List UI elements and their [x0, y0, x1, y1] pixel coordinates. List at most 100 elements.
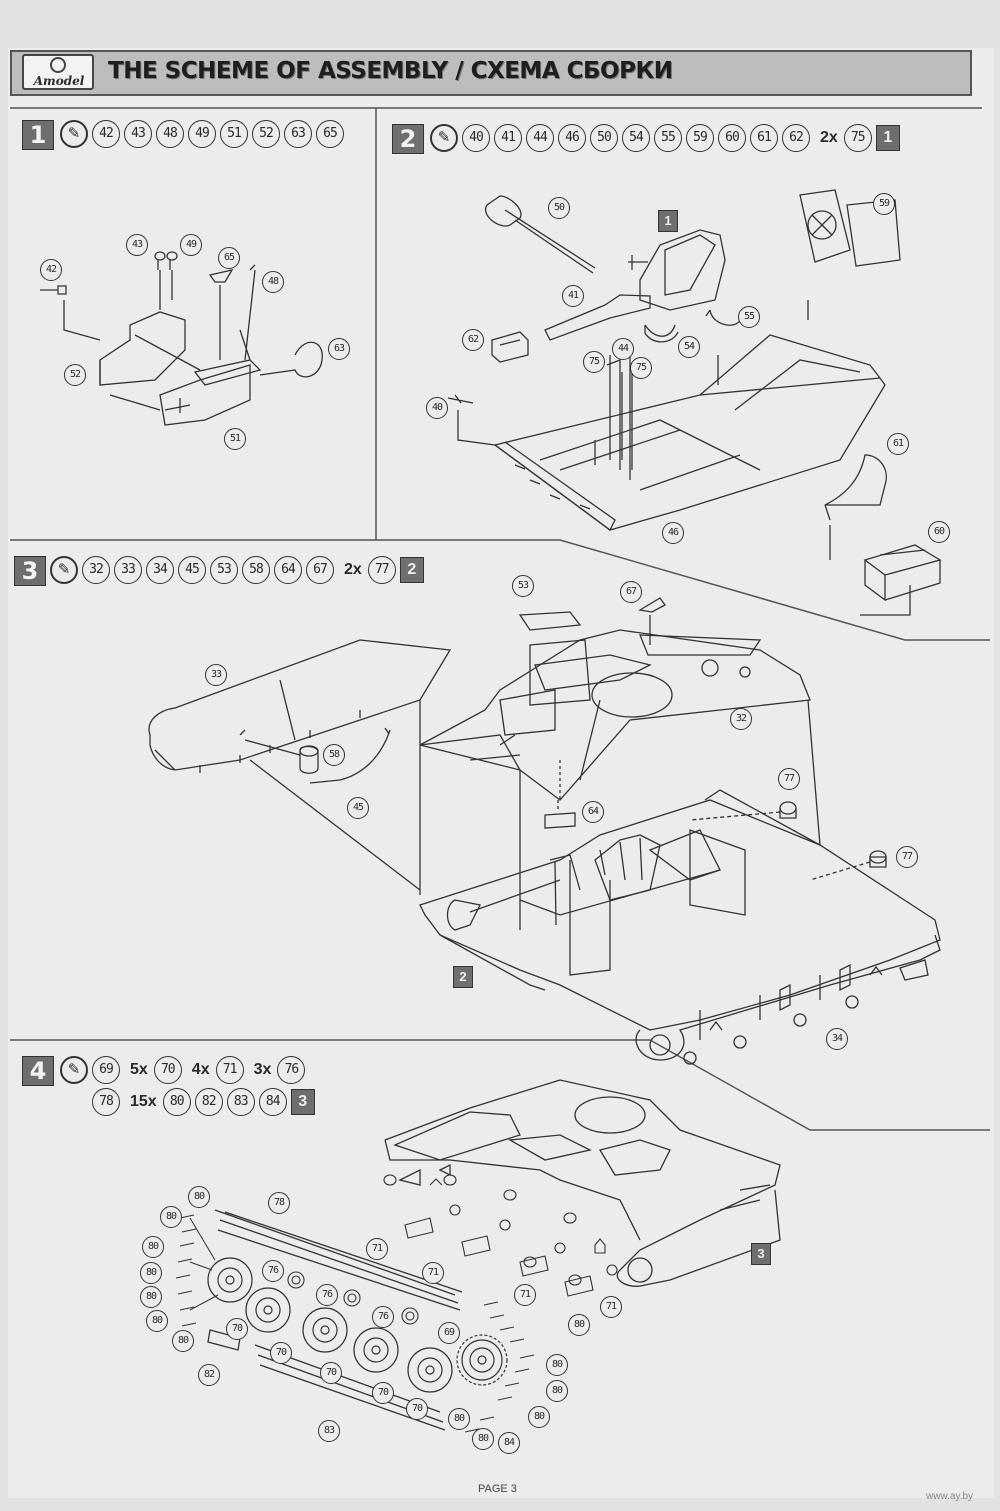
callout-55: 55: [738, 306, 760, 328]
part-number-circle: 58: [242, 556, 270, 584]
part-number-circle: 62: [782, 124, 810, 152]
part-number-circle: 60: [718, 124, 746, 152]
callout-53: 53: [512, 575, 534, 597]
callout-42: 42: [40, 259, 62, 281]
callout-70: 70: [270, 1342, 292, 1364]
callout-80: 80: [172, 1330, 194, 1352]
part-number-circle: 48: [156, 120, 184, 148]
callout-34: 34: [826, 1028, 848, 1050]
callout-60: 60: [928, 521, 950, 543]
callout-70: 70: [372, 1382, 394, 1404]
section-dividers: [10, 107, 990, 1131]
callout-52: 52: [64, 364, 86, 386]
callout-80: 80: [546, 1354, 568, 1376]
quantity-multiplier: 2x: [820, 129, 838, 146]
part-number-circle: 65: [316, 120, 344, 148]
callout-80: 80: [142, 1236, 164, 1258]
part-number-circle: 50: [590, 124, 618, 152]
callout-58: 58: [323, 744, 345, 766]
callout-80: 80: [188, 1186, 210, 1208]
callout-43: 43: [126, 234, 148, 256]
callout-59: 59: [873, 193, 895, 215]
part-number-circle: 76: [277, 1056, 306, 1084]
callout-49: 49: [180, 234, 202, 256]
callout-67: 67: [620, 581, 642, 603]
part-number-circle: 83: [226, 1088, 255, 1116]
logo-ring-icon: [50, 57, 66, 73]
callout-80: 80: [546, 1380, 568, 1402]
callout-70: 70: [226, 1318, 248, 1340]
previous-step-ref: 2: [399, 557, 424, 583]
callout-32: 32: [730, 708, 752, 730]
callout-80: 80: [140, 1262, 162, 1284]
page-number: PAGE 3: [478, 1483, 517, 1495]
callout-80: 80: [448, 1408, 470, 1430]
callout-50: 50: [548, 197, 570, 219]
part-number-circle: 44: [526, 124, 554, 152]
part-number-circle: 63: [284, 120, 312, 148]
callout-45: 45: [347, 797, 369, 819]
callout-76: 76: [262, 1260, 284, 1282]
callout-80: 80: [140, 1286, 162, 1308]
step-3-number: 3: [14, 556, 46, 586]
callout-70: 70: [406, 1398, 428, 1420]
part-number-circle: 40: [462, 124, 490, 152]
part-number-circle: 61: [750, 124, 778, 152]
glue-icon: ✎: [60, 1056, 88, 1084]
part-number-circle: 70: [153, 1056, 182, 1084]
callout-76: 76: [372, 1306, 394, 1328]
part-number-circle: 69: [92, 1056, 120, 1084]
part-number-circle: 55: [654, 124, 682, 152]
callout-41: 41: [562, 285, 584, 307]
callout-44: 44: [612, 338, 634, 360]
glue-icon: ✎: [60, 120, 88, 148]
callout-64: 64: [582, 801, 604, 823]
callout-48: 48: [262, 271, 284, 293]
quantity-multiplier: 15x: [130, 1093, 157, 1110]
quantity-multiplier: 3x: [253, 1061, 272, 1078]
step-2-drawing: [447, 189, 942, 616]
callout-62: 62: [462, 329, 484, 351]
step-ref-2: 2: [453, 966, 473, 988]
step-4-parts-line-1: 69 5x 70 4x 71 3x 76: [92, 1056, 306, 1084]
callout-65: 65: [218, 247, 240, 269]
callout-80: 80: [472, 1428, 494, 1450]
quantity-multiplier: 2x: [344, 561, 362, 578]
callout-70: 70: [320, 1362, 342, 1384]
part-number-circle: 71: [215, 1056, 244, 1084]
step-4-drawing: [175, 1079, 781, 1433]
callout-71: 71: [514, 1284, 536, 1306]
callout-76: 76: [316, 1284, 338, 1306]
step-1-drawing: [40, 251, 323, 426]
logo-text: Amodel: [33, 74, 85, 88]
callout-82: 82: [198, 1364, 220, 1386]
part-number-circle: 46: [558, 124, 586, 152]
callout-69: 69: [438, 1322, 460, 1344]
part-number-circle: 33: [114, 556, 142, 584]
quantity-multiplier: 4x: [191, 1061, 210, 1078]
quantity-multiplier: 5x: [130, 1061, 148, 1078]
callout-80: 80: [160, 1206, 182, 1228]
callout-84: 84: [498, 1432, 520, 1454]
step-2-number: 2: [392, 124, 424, 154]
part-number-circle: 84: [258, 1088, 287, 1116]
callout-78: 78: [268, 1192, 290, 1214]
callout-71: 71: [422, 1262, 444, 1284]
step-4-number: 4: [22, 1056, 54, 1086]
glue-icon: ✎: [430, 124, 458, 152]
callout-80: 80: [528, 1406, 550, 1428]
callout-63: 63: [328, 338, 350, 360]
part-number-circle: 64: [274, 556, 302, 584]
part-number-circle: 45: [178, 556, 206, 584]
part-number-circle: 53: [210, 556, 238, 584]
header-bar: [10, 50, 972, 96]
part-number-circle: 49: [188, 120, 216, 148]
watermark: www.ay.by: [926, 1491, 974, 1502]
callout-71: 71: [366, 1238, 388, 1260]
step-ref-3: 3: [751, 1243, 771, 1265]
step-1-number: 1: [22, 120, 54, 150]
step-3-drawing: [148, 597, 941, 1065]
page-title: THE SCHEME OF ASSEMBLY / СХЕМА СБОРКИ: [108, 58, 673, 84]
part-number-circle: 82: [194, 1088, 223, 1116]
